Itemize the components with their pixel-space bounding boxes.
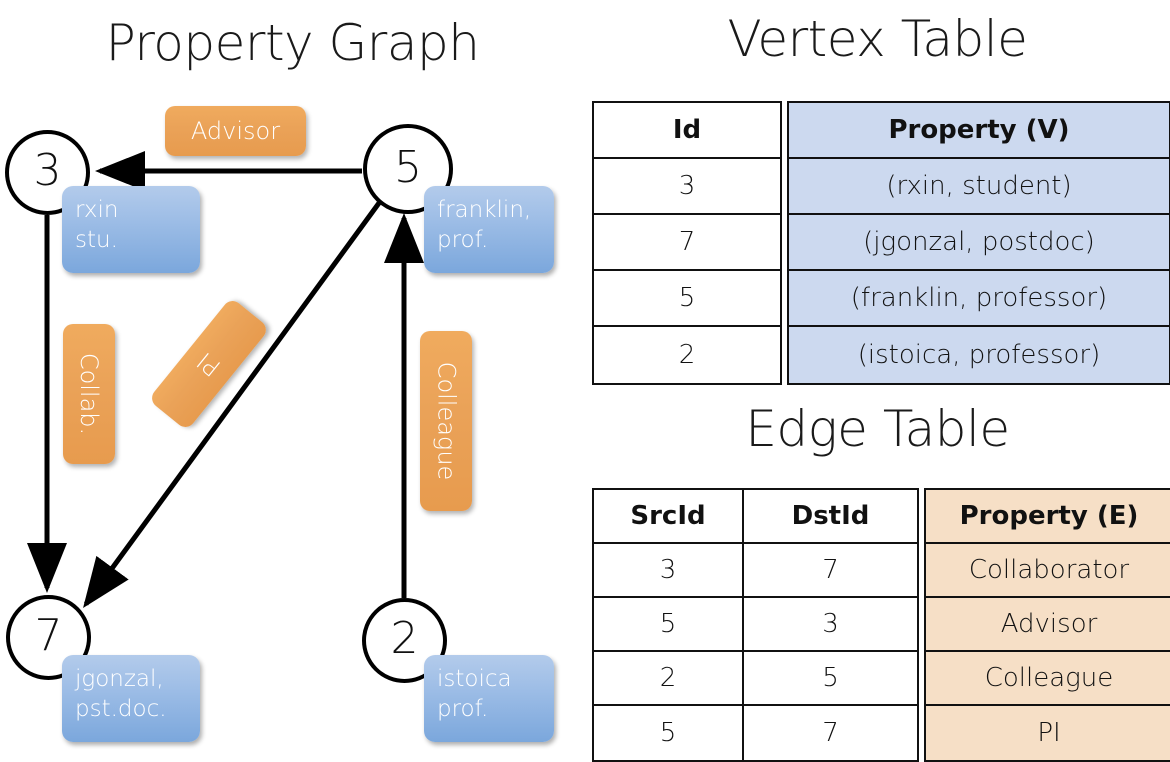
table-row: 5 [594,271,780,327]
table-row: (jgonzal, postdoc) [789,215,1169,271]
edge-label-advisor-text: Advisor [190,117,281,145]
vertex-property-box-2-line1: istoica [437,666,512,692]
vertex-node-3-label: 3 [33,145,62,196]
table-row: Advisor [926,598,1170,652]
vertex-property-box-5-line2: prof. [437,227,489,253]
edge-label-pi-text: PI [191,346,227,382]
page-title-vertex-table: Vertex Table [727,10,1028,68]
table-row: 7 [594,215,780,271]
table-row: (franklin, professor) [789,271,1169,327]
vertex-node-7-label: 7 [34,610,63,661]
table-row: Colleague [926,652,1170,706]
edge-table-column-dstid: DstId 7 3 5 7 [744,488,919,762]
vertex-property-box-7-line2: pst.doc. [75,696,167,722]
edge-table-column-property: Property (E) Collaborator Advisor Collea… [924,488,1170,762]
page-title-property-graph: Property Graph [105,14,480,72]
edge-label-advisor: Advisor [165,106,306,156]
table-row: 3 [744,598,917,652]
vertex-property-box-7-line1: jgonzal, [75,666,164,692]
graph-edges-layer [27,151,424,609]
table-row: 5 [744,652,917,706]
vertex-property-box-5-line1: franklin, [437,197,532,223]
vertex-property-box-5: franklin, prof. [424,186,554,273]
table-row: (istoica, professor) [789,327,1169,383]
edge-table-header-property: Property (E) [926,490,1170,544]
page-title-edge-table: Edge Table [745,400,1010,458]
table-row: PI [926,706,1170,760]
edge-5-to-7 [83,201,382,609]
table-row: 2 [678,340,696,370]
edge-label-colleague-text: Colleague [432,361,461,481]
vertex-property-box-2: istoica prof. [424,655,554,742]
table-row: 3 [594,544,742,598]
edge-table-header-dstid: DstId [744,490,917,544]
table-row: (rxin, student) [789,159,1169,215]
vertex-table-column-property: Property (V) (rxin, student) (jgonzal, p… [787,101,1170,385]
table-row: 5 [594,598,742,652]
table-row: 2 [594,652,742,706]
table-row: 7 [822,718,839,748]
table-row: 7 [744,544,917,598]
vertex-table-header-id: Id [594,103,780,159]
vertex-property-box-7: jgonzal, pst.doc. [62,655,200,742]
vertex-table-column-id: Id 3 7 5 2 [592,101,782,385]
vertex-node-2-label: 2 [390,613,419,664]
table-row: 5 [659,718,677,748]
table-row: Collaborator [926,544,1170,598]
vertex-property-box-2-line2: prof. [437,696,489,722]
edge-label-collab-text: Collab. [75,352,104,436]
vertex-node-5[interactable]: 5 [363,124,453,214]
vertex-table-header-property: Property (V) [789,103,1169,159]
vertex-node-2[interactable]: 2 [362,598,447,683]
property-graph-diagram: 3 rxin stu. 5 franklin, prof. 7 jgonzal,… [0,0,585,760]
edge-label-collab: Collab. [63,324,115,464]
vertex-property-box-3: rxin stu. [62,186,200,273]
vertex-table: Id 3 7 5 2 Property (V) (rxin, student) … [592,101,1170,385]
edge-label-colleague: Colleague [420,331,472,511]
vertex-node-5-label: 5 [394,141,422,193]
vertex-property-box-3-line2: stu. [75,227,118,253]
edge-table-column-srcid: SrcId 3 5 2 5 [592,488,744,762]
edge-table-header-srcid: SrcId [594,490,742,544]
table-row: 3 [594,159,780,215]
vertex-property-box-3-line1: rxin [75,197,119,223]
edge-table: SrcId 3 5 2 5 DstId 7 3 5 7 Property (E)… [592,488,1170,762]
